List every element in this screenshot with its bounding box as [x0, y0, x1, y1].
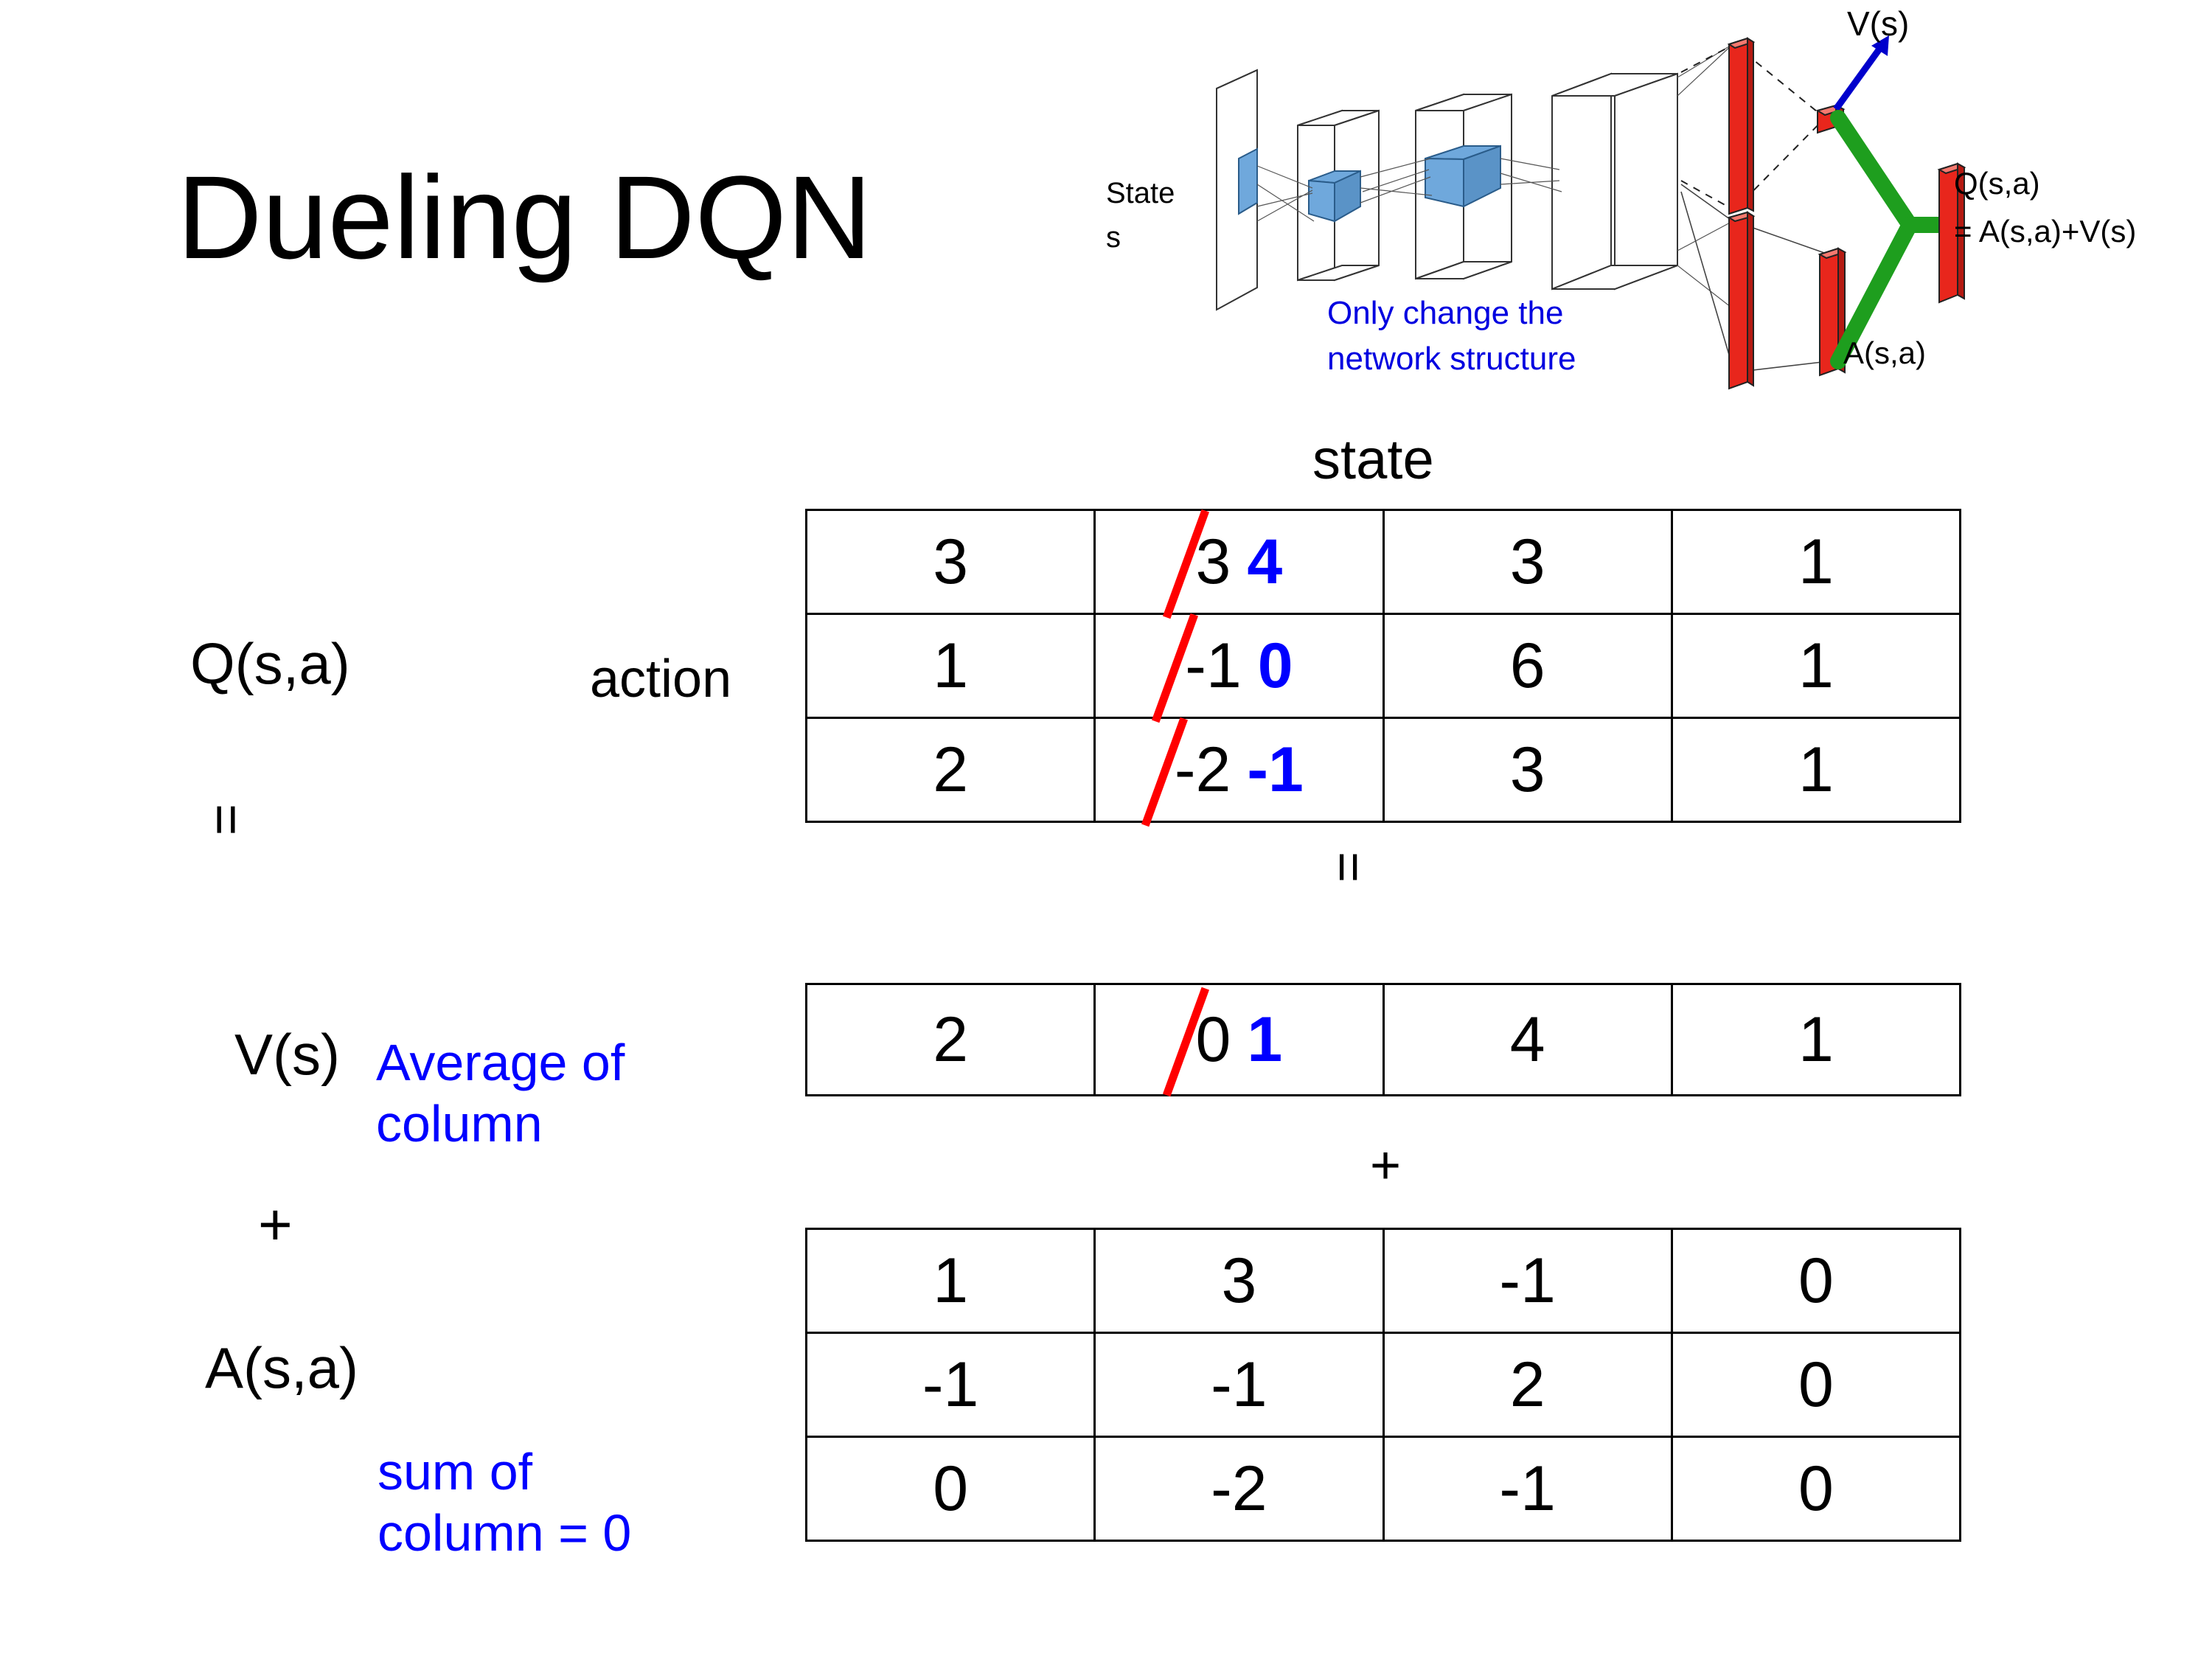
- table-cell: 0: [804, 1436, 1096, 1542]
- table-cell: 0: [1670, 1228, 1962, 1334]
- dueling-network-diagram: State s V(s) Q(s,a) = A(s,a)+V(s) A(s,a)…: [1099, 0, 2212, 402]
- conv-block-2-icon: [1415, 93, 1512, 280]
- q-table-label: Q(s,a): [190, 631, 350, 696]
- page-title: Dueling DQN: [177, 151, 872, 283]
- table-cell: -1: [1382, 1228, 1673, 1334]
- value-arrow-icon: [1833, 35, 1889, 111]
- table-cell: -1: [804, 1332, 1096, 1438]
- conv-block-3-icon: [1551, 72, 1678, 291]
- sum-note-line1: sum of: [378, 1443, 533, 1500]
- table-cell: -2: [1093, 1436, 1385, 1542]
- struck-old-value: -2: [1174, 734, 1231, 805]
- sum-note-line2: column = 0: [378, 1503, 632, 1562]
- a-table-label: A(s,a): [205, 1335, 359, 1400]
- table-cell: 4: [1382, 983, 1673, 1096]
- diagram-note-line1: Only change the: [1327, 295, 1564, 331]
- table-cell: 3: [1093, 1228, 1385, 1334]
- table-cell: 0: [1670, 1436, 1962, 1542]
- state-axis-label: state: [1312, 428, 1434, 491]
- plus-sign-middle: +: [1370, 1136, 1402, 1195]
- table-cell: 1: [1670, 509, 1962, 615]
- table-cell: -2-1: [1093, 717, 1385, 823]
- diagram-state-label: State: [1106, 177, 1175, 209]
- table-cell: 2: [804, 717, 1096, 823]
- diagram-advantage-label: A(s,a): [1843, 335, 1927, 370]
- diagram-value-label: V(s): [1847, 4, 1910, 43]
- diagram-q-label-line2: = A(s,a)+V(s): [1954, 214, 2137, 248]
- corrected-new-value: 0: [1257, 630, 1293, 701]
- sum-of-column-note: sum of column = 0: [378, 1441, 631, 1563]
- corrected-new-value: 4: [1247, 526, 1283, 597]
- equals-sign-left: =: [196, 804, 257, 832]
- q-output-bar-icon: [1937, 162, 1966, 304]
- action-axis-label: action: [590, 650, 732, 709]
- input-plane-icon: [1216, 69, 1258, 311]
- advantage-output-bar-icon: [1818, 247, 1847, 377]
- diagram-state-subscript: s: [1106, 221, 1121, 254]
- conv-block-1-icon: [1297, 109, 1380, 282]
- diagram-note-line2: network structure: [1327, 341, 1576, 377]
- aggregation-merge-icon: [1830, 110, 1955, 369]
- table-cell: 6: [1382, 613, 1673, 719]
- corrected-new-value: -1: [1247, 734, 1304, 805]
- diagram-q-label-line1: Q(s,a): [1954, 166, 2040, 201]
- table-cell: 3: [1382, 717, 1673, 823]
- table-cell: 3: [804, 509, 1096, 615]
- plus-sign-left: +: [258, 1192, 293, 1257]
- struck-old-value: 0: [1195, 1004, 1231, 1075]
- struck-old-value: -1: [1185, 630, 1242, 701]
- table-cell: 1: [1670, 613, 1962, 719]
- table-cell: 1: [1670, 983, 1962, 1096]
- table-cell: 3: [1382, 509, 1673, 615]
- connection-lines: [1256, 44, 1735, 310]
- table-cell: 1: [804, 613, 1096, 719]
- table-cell: 1: [804, 1228, 1096, 1334]
- table-cell: 2: [1382, 1332, 1673, 1438]
- value-hidden-bar-icon: [1727, 37, 1756, 215]
- average-note-line2: column: [376, 1094, 543, 1152]
- edited-cell: -2-1: [1175, 734, 1304, 807]
- corrected-new-value: 1: [1247, 1004, 1283, 1075]
- table-cell: -1: [1093, 1332, 1385, 1438]
- table-cell: 1: [1670, 717, 1962, 823]
- average-of-column-note: Average of column: [376, 1032, 625, 1154]
- equals-sign-middle: =: [1319, 852, 1378, 879]
- advantage-stream-lines: [1680, 184, 1829, 373]
- table-cell: -1: [1382, 1436, 1673, 1542]
- network-diagram-svg: [1216, 35, 1966, 390]
- table-cell: 2: [804, 983, 1096, 1096]
- v-table-label: V(s): [234, 1022, 340, 1087]
- struck-old-value: 3: [1195, 526, 1231, 597]
- advantage-hidden-bar-icon: [1727, 211, 1756, 390]
- table-cell: 0: [1670, 1332, 1962, 1438]
- average-note-line1: Average of: [376, 1034, 625, 1091]
